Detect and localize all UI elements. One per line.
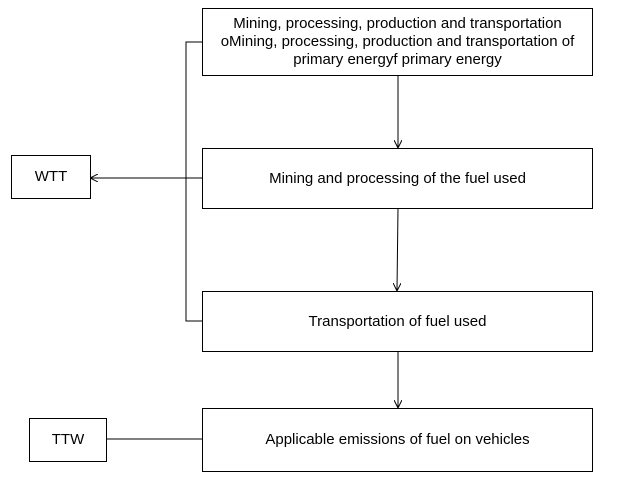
- ttw-label-box: TTW: [29, 418, 107, 462]
- box-fuel-transportation: Transportation of fuel used: [202, 291, 593, 352]
- box-fuel-processing: Mining and processing of the fuel used: [202, 148, 593, 209]
- wtt-bracket-line: [185, 41, 203, 322]
- arrow-box2-to-box3: [397, 207, 398, 290]
- box-vehicle-emissions: Applicable emissions of fuel on vehicles: [202, 408, 593, 472]
- box-primary-energy: Mining, processing, production and trans…: [202, 8, 593, 76]
- wtt-label-box: WTT: [11, 155, 91, 199]
